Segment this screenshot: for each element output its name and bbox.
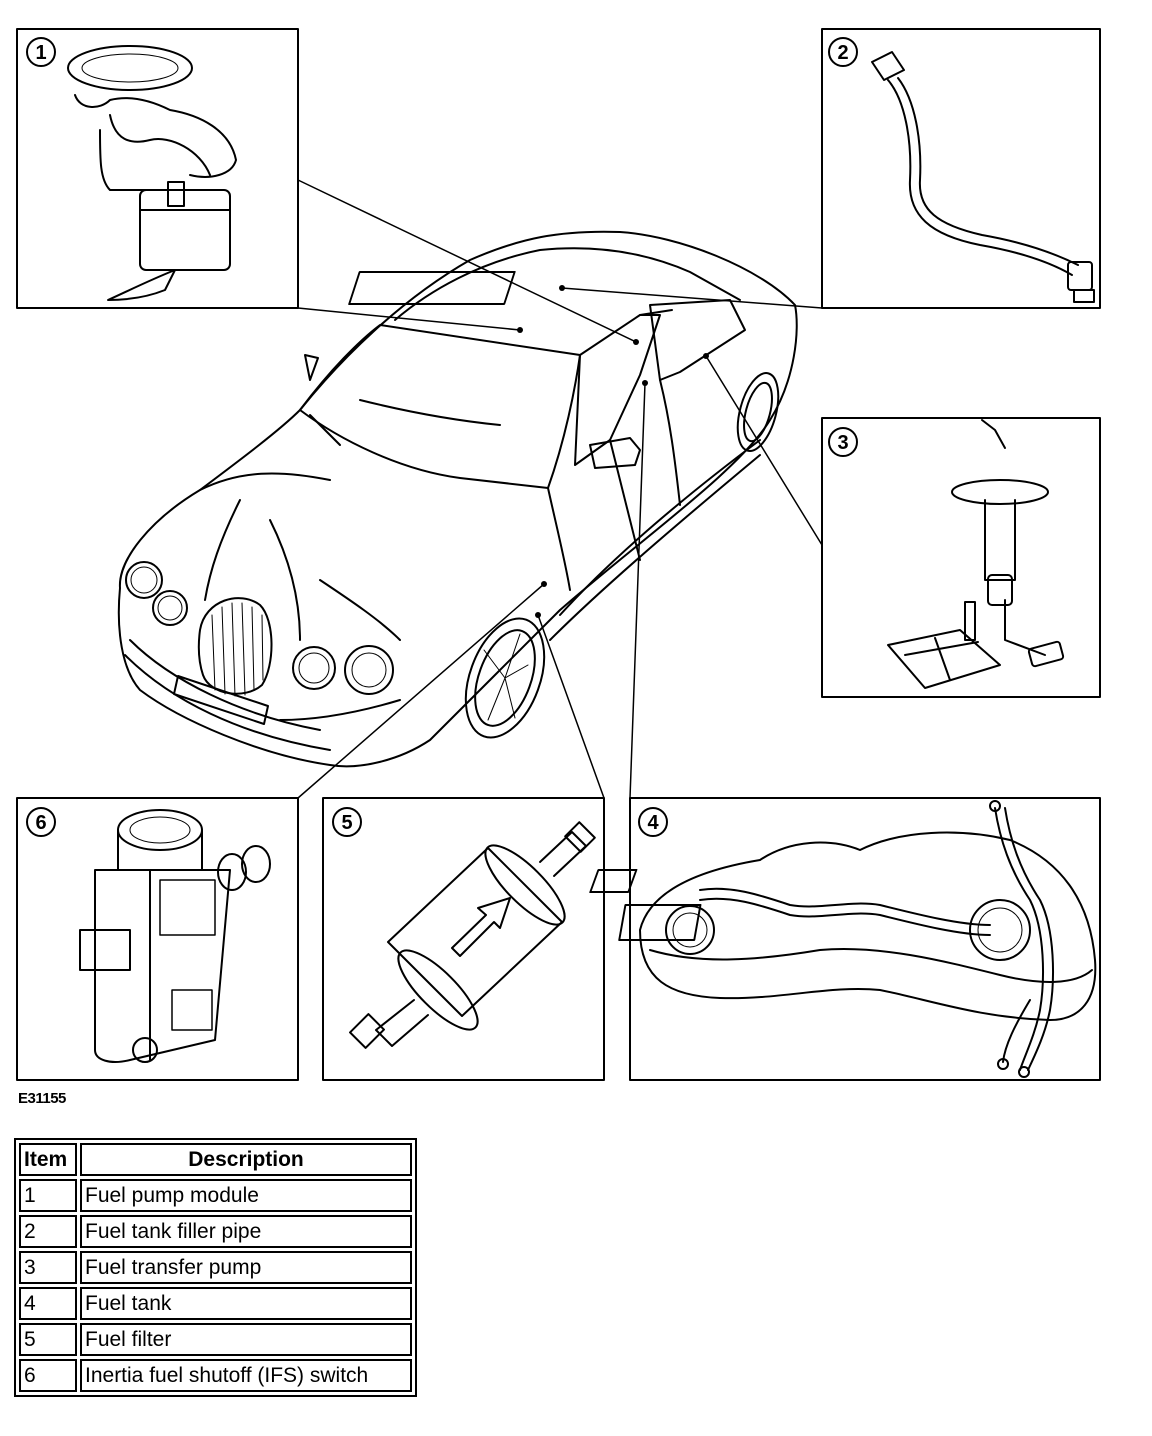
car-illustration	[117, 230, 798, 768]
legend-item-description: Fuel transfer pump	[80, 1251, 412, 1284]
callout-5-number: 5	[341, 812, 352, 834]
legend-item-description: Fuel pump module	[80, 1179, 412, 1212]
callout-1-number: 1	[35, 42, 46, 64]
figure-code: E31155	[18, 1090, 66, 1107]
legend-header-item: Item	[19, 1143, 77, 1176]
transfer-pump-icon	[887, 419, 1065, 689]
fuel-tank-icon	[589, 800, 1097, 1078]
legend-row: 2 Fuel tank filler pipe	[19, 1215, 412, 1248]
callout-3-number: 3	[837, 432, 848, 454]
panel-inertia-switch: 6	[16, 797, 299, 1081]
legend-item-number: 4	[19, 1287, 77, 1320]
callout-5-marker: 5	[332, 807, 362, 837]
legend-header-description: Description	[80, 1143, 412, 1176]
inertia-switch-icon	[79, 809, 271, 1063]
leader-lines	[297, 179, 823, 799]
callout-2-marker: 2	[828, 37, 858, 67]
callout-4-number: 4	[647, 812, 659, 834]
callout-2-number: 2	[837, 42, 848, 64]
legend-row: 1 Fuel pump module	[19, 1179, 412, 1212]
legend-item-number: 5	[19, 1323, 77, 1356]
callout-6-marker: 6	[26, 807, 56, 837]
legend-row: 5 Fuel filter	[19, 1323, 412, 1356]
legend-item-description: Fuel tank filler pipe	[80, 1215, 412, 1248]
panel-fuel-pump-module: 1	[16, 28, 299, 309]
fuel-pump-module-icon	[67, 45, 237, 301]
fuel-filter-icon	[349, 821, 596, 1049]
legend-table: Item Description 1 Fuel pump module 2 Fu…	[14, 1138, 417, 1397]
component-location-diagram: 1 2	[16, 28, 1101, 1081]
callout-1-marker: 1	[26, 37, 56, 67]
panel-fuel-transfer-pump: 3	[821, 417, 1101, 698]
callout-4-marker: 4	[638, 807, 668, 837]
legend-item-description: Fuel tank	[80, 1287, 412, 1320]
legend-item-description: Fuel filter	[80, 1323, 412, 1356]
filler-pipe-icon	[871, 51, 1095, 303]
legend-item-description: Inertia fuel shutoff (IFS) switch	[80, 1359, 412, 1392]
panel-fuel-tank: 4	[589, 797, 1101, 1081]
panel-fuel-filter: 5	[322, 797, 605, 1081]
legend-item-number: 2	[19, 1215, 77, 1248]
panel-fuel-tank-filler-pipe: 2	[821, 28, 1101, 309]
callout-6-number: 6	[35, 812, 46, 834]
legend-row: 6 Inertia fuel shutoff (IFS) switch	[19, 1359, 412, 1392]
legend-item-number: 3	[19, 1251, 77, 1284]
legend-row: 3 Fuel transfer pump	[19, 1251, 412, 1284]
legend-header-row: Item Description	[19, 1143, 412, 1176]
legend-row: 4 Fuel tank	[19, 1287, 412, 1320]
legend-item-number: 6	[19, 1359, 77, 1392]
legend-item-number: 1	[19, 1179, 77, 1212]
callout-3-marker: 3	[828, 427, 858, 457]
